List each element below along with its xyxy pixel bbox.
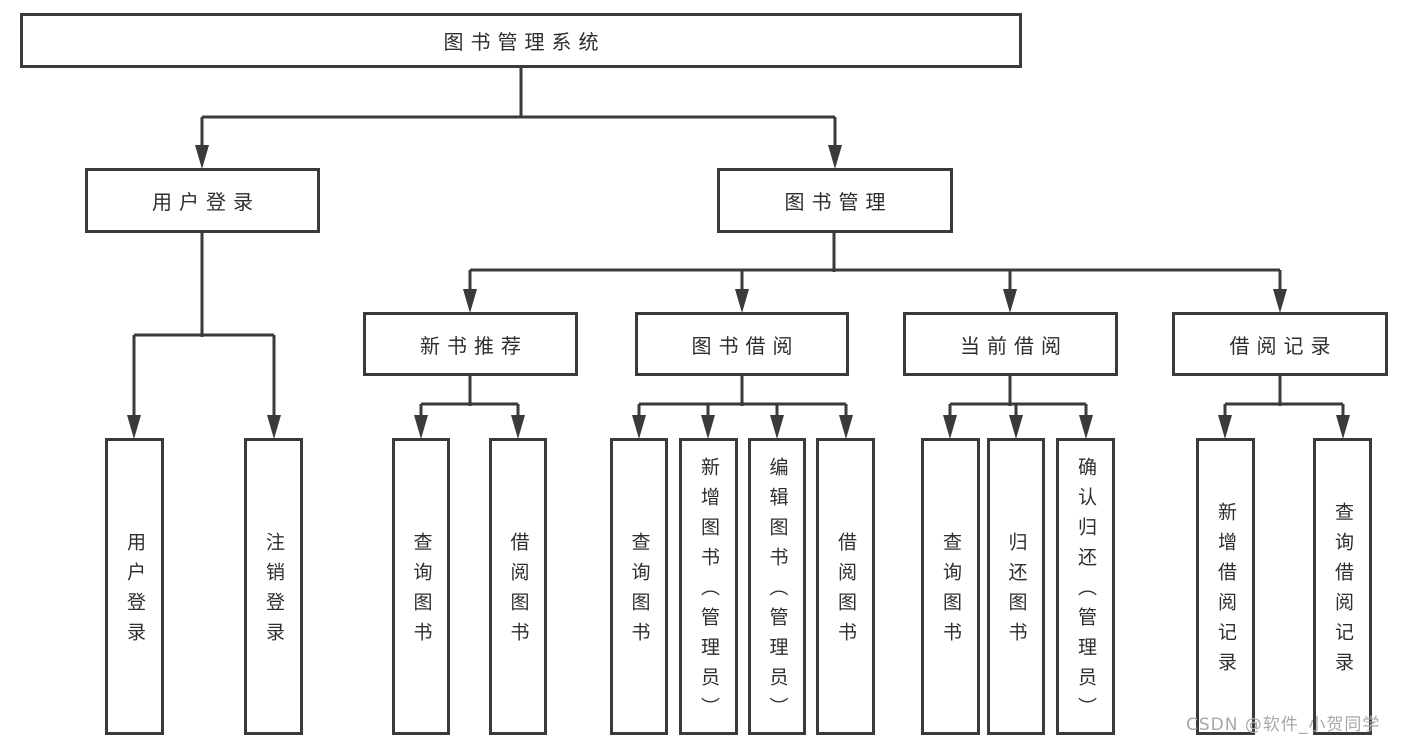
leaf-add-borrowing-record: 新增借阅记录 xyxy=(1196,438,1255,735)
node-label: 注销登录 xyxy=(263,532,285,652)
leaf-add-books-admin: 新增图书（管理员） xyxy=(679,438,738,735)
node-label: 编辑图书（管理员） xyxy=(766,457,789,727)
node-current-borrowing: 当前借阅 xyxy=(903,312,1118,376)
node-label: 查询图书 xyxy=(410,532,433,652)
leaf-confirm-return-admin: 确认归还（管理员） xyxy=(1056,438,1115,735)
leaf-query-books-2: 查询图书 xyxy=(610,438,668,735)
node-label: 借阅图书 xyxy=(507,532,530,652)
node-label: 当前借阅 xyxy=(960,333,1068,358)
leaf-query-books-1: 查询图书 xyxy=(392,438,450,735)
node-new-book-recommendation: 新书推荐 xyxy=(363,312,578,376)
node-book-management: 图书管理 xyxy=(717,168,953,233)
node-book-borrowing: 图书借阅 xyxy=(635,312,849,376)
node-label: 确认归还（管理员） xyxy=(1075,457,1097,727)
leaf-borrow-books-2: 借阅图书 xyxy=(816,438,875,735)
arrowheads xyxy=(127,145,1350,439)
leaf-return-books: 归还图书 xyxy=(987,438,1045,735)
node-label: 查询图书 xyxy=(628,532,651,652)
node-library-management-system: 图书管理系统 xyxy=(20,13,1022,68)
node-borrowing-records: 借阅记录 xyxy=(1172,312,1388,376)
leaf-edit-books-admin: 编辑图书（管理员） xyxy=(748,438,806,735)
leaf-query-borrowing-record: 查询借阅记录 xyxy=(1313,438,1372,735)
node-label: 查询借阅记录 xyxy=(1332,502,1354,682)
node-label: 新书推荐 xyxy=(420,333,528,358)
node-label: 新增借阅记录 xyxy=(1215,502,1237,682)
leaf-user-login: 用户登录 xyxy=(105,438,164,735)
node-label: 图书管理系统 xyxy=(443,30,606,54)
node-label: 图书管理 xyxy=(784,190,893,214)
node-label: 借阅记录 xyxy=(1229,333,1338,358)
node-label: 新增图书（管理员） xyxy=(698,457,720,727)
leaf-query-books-3: 查询图书 xyxy=(921,438,980,735)
node-label: 查询图书 xyxy=(940,532,962,652)
node-label: 图书借阅 xyxy=(691,333,800,358)
leaf-logout: 注销登录 xyxy=(244,438,303,735)
csdn-watermark: CSDN @软件_小贺同学 xyxy=(1186,715,1381,735)
node-label: 归还图书 xyxy=(1005,532,1028,652)
leaf-borrow-books-1: 借阅图书 xyxy=(489,438,547,735)
node-user-login: 用户登录 xyxy=(85,168,320,233)
node-label: 借阅图书 xyxy=(835,532,857,652)
node-label: 用户登录 xyxy=(152,190,260,214)
node-label: 用户登录 xyxy=(124,532,146,652)
